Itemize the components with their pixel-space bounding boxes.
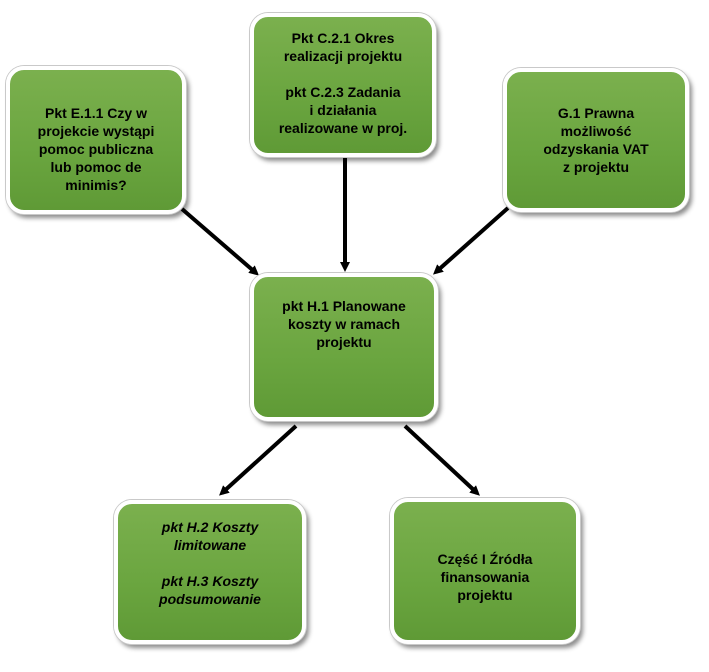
node-text: G.1 Prawna	[557, 105, 635, 121]
node-text: lub pomoc de	[50, 159, 142, 175]
node-g1-vat: G.1 Prawna możliwość odzyskania VAT z pr…	[503, 68, 689, 212]
node-text: z projektu	[562, 159, 630, 175]
node-text: pkt H.1 Planowane	[282, 298, 406, 314]
node-text: Pkt C.2.1 Okres	[291, 30, 395, 46]
node-text: możliwość	[560, 123, 632, 139]
node-text: i działania	[309, 102, 377, 118]
node-text: Pkt E.1.1 Czy w	[45, 105, 147, 121]
node-text: projektu	[316, 334, 372, 350]
node-c2-okres-zadania: Pkt C.2.1 Okres realizacji projektu pkt …	[250, 13, 436, 157]
arrow-left-to-center	[180, 207, 260, 276]
node-text: realizacji projektu	[283, 48, 403, 64]
node-text: koszty w ramach	[287, 316, 401, 332]
node-text: realizowane w proj.	[278, 120, 408, 136]
arrow-center-to-bottom-left	[219, 424, 298, 496]
node-text: minimis?	[65, 177, 127, 193]
node-text: odzyskania VAT	[543, 141, 649, 157]
node-text: finansowania	[440, 569, 530, 585]
node-text: pomoc publiczna	[38, 141, 154, 157]
node-text: limitowane	[173, 537, 247, 553]
node-czesc-i-zrodla-finansowania: Część I Źródła finansowania projektu	[390, 498, 580, 644]
node-text: pkt H.2 Koszty	[161, 519, 259, 535]
node-h1-planowane-koszty: pkt H.1 Planowane koszty w ramach projek…	[250, 273, 438, 421]
node-text: projekcie wystąpi	[37, 123, 155, 139]
arrow-right-to-center	[433, 206, 510, 275]
node-text: pkt C.2.3 Zadania	[285, 84, 401, 100]
node-text: projektu	[457, 587, 513, 603]
node-text: pkt H.3 Koszty	[161, 573, 259, 589]
node-e11-pomoc-publiczna: Pkt E.1.1 Czy w projekcie wystąpi pomoc …	[6, 66, 186, 214]
node-text: podsumowanie	[159, 591, 261, 607]
node-text: Część I Źródła	[437, 551, 533, 567]
arrow-center-to-bottom-right	[403, 424, 480, 496]
node-h2-h3-koszty: pkt H.2 Koszty limitowane pkt H.3 Koszty…	[114, 500, 306, 644]
